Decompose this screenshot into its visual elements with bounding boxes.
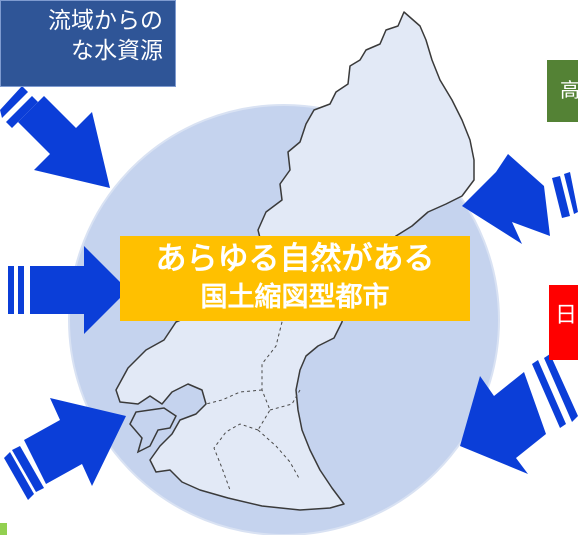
arrow-right-top: [462, 154, 550, 244]
arrow-top-left-stripe1: [6, 96, 38, 128]
arrow-right-top-stripe1: [552, 176, 570, 218]
right-top-box: 高: [547, 60, 578, 122]
arrow-right-bottom-stripe1: [532, 360, 566, 428]
water-resources-line2: な水資源: [71, 38, 163, 64]
center-title-line2: 国土縮図型都市: [200, 282, 390, 313]
water-resources-box: 流域からの な水資源: [0, 0, 176, 87]
arrow-top-left-stripe2: [0, 86, 28, 118]
arrow-right-bottom: [460, 372, 546, 474]
center-title-line1: あらゆる自然がある: [155, 241, 435, 277]
green-corner-mark: [0, 523, 7, 535]
water-resources-line1: 流域からの: [48, 8, 163, 34]
center-title-box: あらゆる自然がある 国土縮図型都市: [120, 236, 470, 321]
arrow-mid-left-stripe2: [8, 266, 14, 314]
arrow-right-top-stripe2: [564, 172, 578, 214]
arrow-right-bottom-stripe2: [544, 354, 578, 422]
ward-boundaries: [205, 299, 301, 491]
arrow-bottom-left-stripe2: [4, 452, 34, 500]
right-top-box-label: 高: [560, 78, 578, 102]
arrow-mid-left: [30, 246, 128, 334]
right-mid-box-label: 日: [555, 303, 578, 328]
arrow-bottom-left-stripe1: [12, 446, 44, 492]
right-mid-box: 日: [549, 285, 578, 360]
bay-outline: [129, 407, 177, 454]
arrow-top-left: [18, 96, 110, 188]
arrow-mid-left-stripe1: [18, 266, 24, 314]
arrow-bottom-left: [24, 398, 126, 486]
arrows: [0, 86, 578, 500]
